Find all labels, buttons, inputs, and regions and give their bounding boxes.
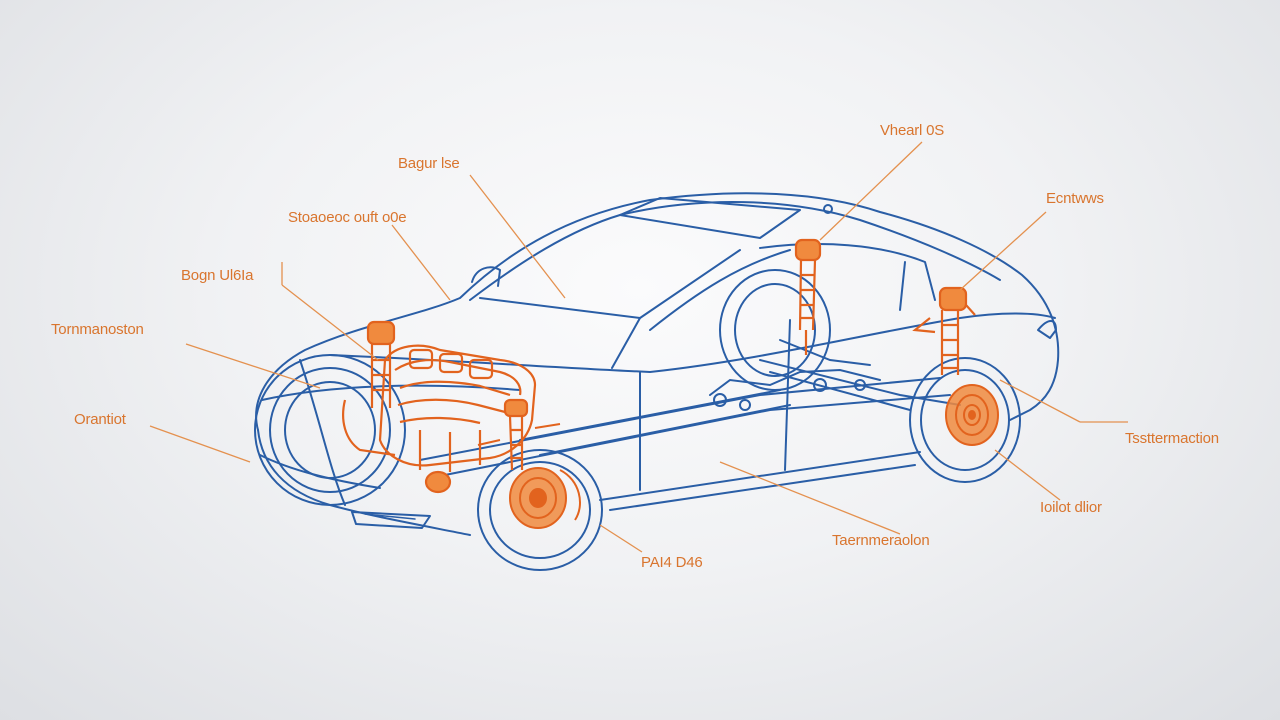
callout-label-upper-left: Stoaoeoc ouft o0e: [288, 209, 407, 226]
rear-shock-absorber: [794, 238, 822, 355]
callout-label-bottom-center: Taernmeraolon: [832, 532, 930, 549]
callout-label-left-3: Tornmanoston: [51, 321, 144, 338]
callout-label-bottom-left: PAI4 D46: [641, 554, 703, 571]
front-wheel-arch: [254, 354, 406, 506]
car-body-outline: [255, 192, 1060, 536]
callout-label-left-4: Orantiot: [74, 411, 126, 428]
chassis-frame: [419, 339, 961, 479]
callout-label-top-center: Bagur lse: [398, 155, 460, 172]
engine-block: [378, 344, 537, 472]
callout-label-right-1: Ecntwws: [1046, 190, 1104, 207]
callout-label-right-2: Tssttermaction: [1125, 430, 1219, 447]
callout-label-top-right: Vhearl 0S: [880, 122, 945, 139]
transmission-link: [477, 423, 561, 446]
rear-brake-disc: [945, 384, 999, 446]
rear-coil-spring: [912, 286, 976, 375]
front-left-wheel: [477, 449, 603, 571]
callout-label-left-2: Bogn Ul6Ia: [181, 267, 254, 284]
radiator-cylinder: [342, 320, 396, 457]
leader-lines: [149, 141, 1128, 553]
front-suspension: [424, 398, 529, 494]
callout-label-right-3: Ioilot dlior: [1040, 499, 1102, 516]
front-brake-disc: [509, 467, 581, 529]
rear-wheel: [719, 269, 1021, 483]
